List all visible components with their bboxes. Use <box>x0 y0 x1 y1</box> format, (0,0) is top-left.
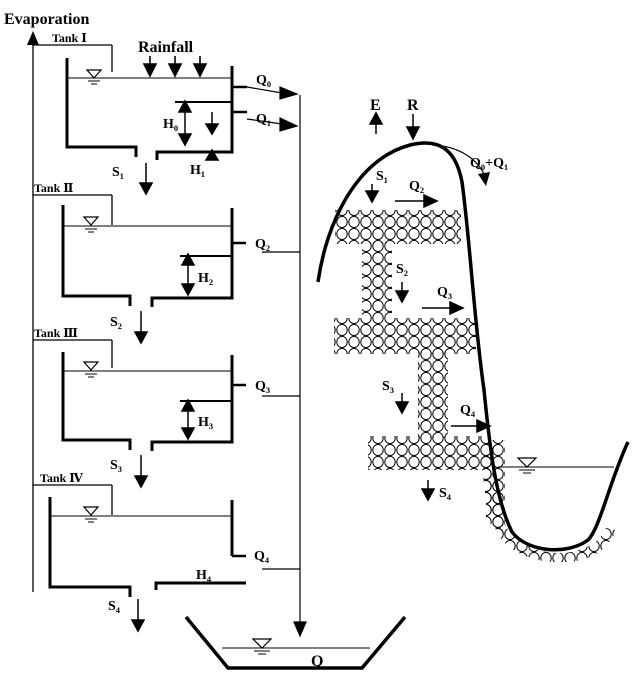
e-label: E <box>370 97 381 114</box>
rainfall-arrows-icon <box>142 56 208 78</box>
tank-2: Tank Ⅱ Q₂ H₂ S₂ <box>34 181 270 345</box>
slope-q3-label: Q₃ <box>437 285 452 300</box>
tank-1-label: Tank Ⅰ <box>52 31 87 45</box>
water-level-icon <box>251 638 273 655</box>
slope-q2-arrow-icon <box>395 193 439 209</box>
evaporation-up-arrow-icon <box>368 111 384 134</box>
water-level-icon <box>82 216 100 233</box>
tank-4-label: Tank Ⅳ <box>40 471 83 485</box>
evaporation-arrow-icon <box>27 31 39 45</box>
tank-2-label: Tank Ⅱ <box>34 181 73 195</box>
slope-s2-arrow-icon <box>394 282 410 304</box>
q0-label: Q₀ <box>256 73 271 88</box>
rainfall-label: Rainfall <box>138 39 194 56</box>
q-total-label: Q <box>311 653 323 670</box>
tank-3: Tank Ⅲ Q₃ H₃ S₃ <box>34 326 270 489</box>
h3-label: H₃ <box>198 415 213 430</box>
slope-cross-section: E R Q₀+Q₁ S₁ Q₂ S₂ Q₃ S₃ <box>316 97 630 563</box>
h0-indicator <box>175 99 232 147</box>
slope-s2-label: S₂ <box>396 262 408 277</box>
s4-arrow-icon <box>130 599 146 633</box>
h4-label: H₄ <box>196 568 212 583</box>
slope-s4-label: S₄ <box>439 486 452 501</box>
slope-s1-label: S₁ <box>376 169 388 184</box>
q0q1-label: Q₀+Q₁ <box>470 156 508 171</box>
slope-q2-label: Q₂ <box>409 179 424 194</box>
s4-label: S₄ <box>108 599 121 614</box>
evaporation-path <box>32 44 113 592</box>
water-level-icon <box>85 69 103 85</box>
q1-label: Q₁ <box>256 112 271 127</box>
water-level-icon <box>516 457 538 474</box>
slope-s3-arrow-icon <box>394 393 410 415</box>
q2-label: Q₂ <box>255 237 270 252</box>
tank-3-label: Tank Ⅲ <box>34 326 78 340</box>
slope-s1-arrow-icon <box>364 184 380 204</box>
ground-surface <box>316 141 630 552</box>
h1-indicator <box>204 112 220 161</box>
slope-q4-label: Q₄ <box>460 403 476 418</box>
h2-label: H₂ <box>198 271 213 286</box>
r-label: R <box>407 97 419 114</box>
collection-basin: Q <box>184 615 407 670</box>
s1-label: S₁ <box>112 165 124 180</box>
river-water <box>498 457 614 474</box>
tank-1: Tank Ⅰ Q₀ Q₁ H₀ H₁ S₁ <box>52 31 271 196</box>
q4-label: Q₄ <box>254 549 270 564</box>
rain-down-arrow-icon <box>405 114 421 141</box>
s1-arrow-icon <box>138 163 154 196</box>
outflow-lines <box>246 86 307 638</box>
slope-q4-arrow-icon <box>451 418 492 434</box>
s2-label: S₂ <box>110 315 122 330</box>
s2-arrow-icon <box>133 311 149 345</box>
s3-label: S₃ <box>110 458 122 473</box>
soil-layers <box>334 210 616 563</box>
h1-label: H₁ <box>190 163 205 178</box>
water-level-icon <box>82 506 100 523</box>
q3-label: Q₃ <box>255 379 270 394</box>
evaporation-label: Evaporation <box>4 11 89 28</box>
h3-indicator <box>180 398 232 441</box>
surface-runoff-arrow-icon <box>478 172 490 186</box>
slope-s3-label: S₃ <box>382 379 394 394</box>
slope-q3-arrow-icon <box>422 300 465 316</box>
water-level-icon <box>82 361 100 378</box>
tank-model: Evaporation Rainfall Tank Ⅰ Q₀ Q₁ <box>4 11 407 670</box>
slope-s4-arrow-icon <box>420 480 436 502</box>
h2-indicator <box>180 252 232 297</box>
s3-arrow-icon <box>133 455 149 489</box>
h0-label: H₀ <box>163 117 178 132</box>
tank-4: Tank Ⅳ Q₄ H₄ S₄ <box>40 471 270 633</box>
